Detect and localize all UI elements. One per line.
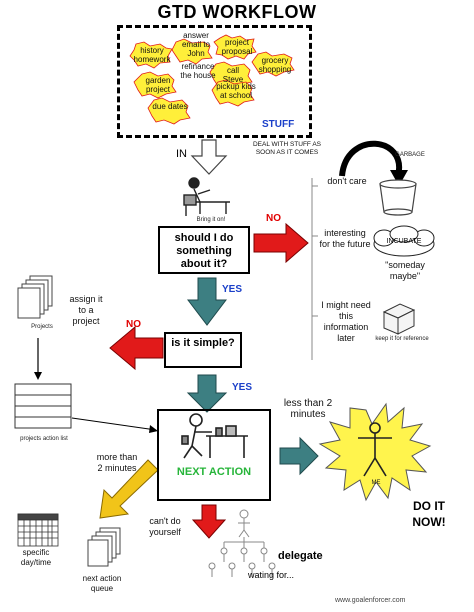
stuff-item-pickup: pickup kids at school <box>216 82 256 100</box>
next-action-box <box>157 409 271 501</box>
bring-it-on-caption: Bring it on! <box>196 217 226 223</box>
garbage-label: GARBAGE <box>395 152 425 158</box>
assign-project-label: assign it to a project <box>69 294 103 326</box>
stuff-item-grocery: grocery shopping <box>258 56 292 74</box>
reference-box-icon <box>382 303 416 335</box>
diagram-title: GTD WORKFLOW <box>157 2 317 22</box>
keep-reference-label: keep it for reference <box>375 336 429 342</box>
dont-care-label: don't care <box>327 176 367 186</box>
garbage-curve-arrow <box>339 140 403 177</box>
stuff-item-call: call Steve <box>222 66 244 84</box>
stuff-item-due: due dates <box>152 102 188 111</box>
starburst-project-proposal <box>213 34 257 60</box>
no-arrow-right <box>253 222 309 264</box>
question-do-something: should I do something about it? <box>158 226 250 274</box>
defer-arrow <box>99 459 159 519</box>
less-than-2-label: less than 2 minutes <box>283 398 333 420</box>
projects-action-list-icon <box>14 383 72 429</box>
no-label-left: NO <box>126 319 141 330</box>
yes-arrow-down-1 <box>186 277 228 326</box>
cant-do-label: can't do yourself <box>149 516 181 537</box>
no-label-right: NO <box>266 213 281 224</box>
specific-day-label: specific day/time <box>20 548 52 567</box>
stuff-box <box>117 25 312 138</box>
interesting-label: interesting for the future <box>319 228 371 249</box>
delegate-people-icon <box>208 509 276 577</box>
starburst-email <box>171 38 213 65</box>
deal-note: DEAL WITH STUFF AS SOON AS IT COMES <box>252 141 321 156</box>
me-label: ME <box>371 480 381 486</box>
stuff-item-history: history homework <box>133 46 171 64</box>
stuff-item-garden: garden project <box>145 76 171 94</box>
someday-maybe-label: "someday maybe" <box>385 260 425 281</box>
in-arrow <box>190 139 228 175</box>
yes-arrow-down-2 <box>186 374 228 413</box>
stuff-item-refinance: refinance the house <box>180 62 216 80</box>
yes-label-2: YES <box>232 382 253 393</box>
projects-action-list-label: projects action list <box>20 436 68 442</box>
starburst-pickup <box>211 79 255 107</box>
waiting-for-label: wating for... <box>248 570 295 580</box>
next-action-label: NEXT ACTION <box>176 466 252 478</box>
next-action-queue-label: next action queue <box>82 574 122 593</box>
me-figure-icon <box>358 422 392 477</box>
question-is-simple: is it simple? <box>164 332 242 368</box>
next-action-person-icon <box>181 413 248 459</box>
more-than-2-label: more than 2 minutes <box>96 452 138 473</box>
garbage-can-icon <box>379 179 417 216</box>
do-it-now-label: DO IT NOW! <box>412 499 446 529</box>
starburst-due <box>147 97 191 125</box>
might-need-label: I might need this information later <box>321 300 371 343</box>
delegate-arrow <box>191 504 227 539</box>
stuff-item-email: answer email to John <box>181 31 210 58</box>
starburst-garden <box>133 71 177 99</box>
no-arrow-left <box>109 325 164 371</box>
stuff-label: STUFF <box>262 119 295 130</box>
starburst-grocery <box>251 51 295 77</box>
person-desk-icon <box>183 177 230 216</box>
yes-label-1: YES <box>222 284 243 295</box>
next-action-queue-icon <box>87 527 121 567</box>
delegate-label: delegate <box>278 550 323 562</box>
incubate-cloud-icon <box>373 225 435 257</box>
footer-url[interactable]: www.goalenforcer.com <box>335 597 406 604</box>
calendar-icon <box>17 513 59 547</box>
stuff-item-proposal: project proposal <box>221 38 253 56</box>
projects-label: Projects <box>31 324 53 330</box>
do-it-arrow-right <box>279 436 319 476</box>
in-label: IN <box>176 148 187 160</box>
projects-stack-icon <box>17 275 53 319</box>
starburst-history <box>129 41 173 69</box>
incubate-label: INCUBATE <box>386 238 422 245</box>
